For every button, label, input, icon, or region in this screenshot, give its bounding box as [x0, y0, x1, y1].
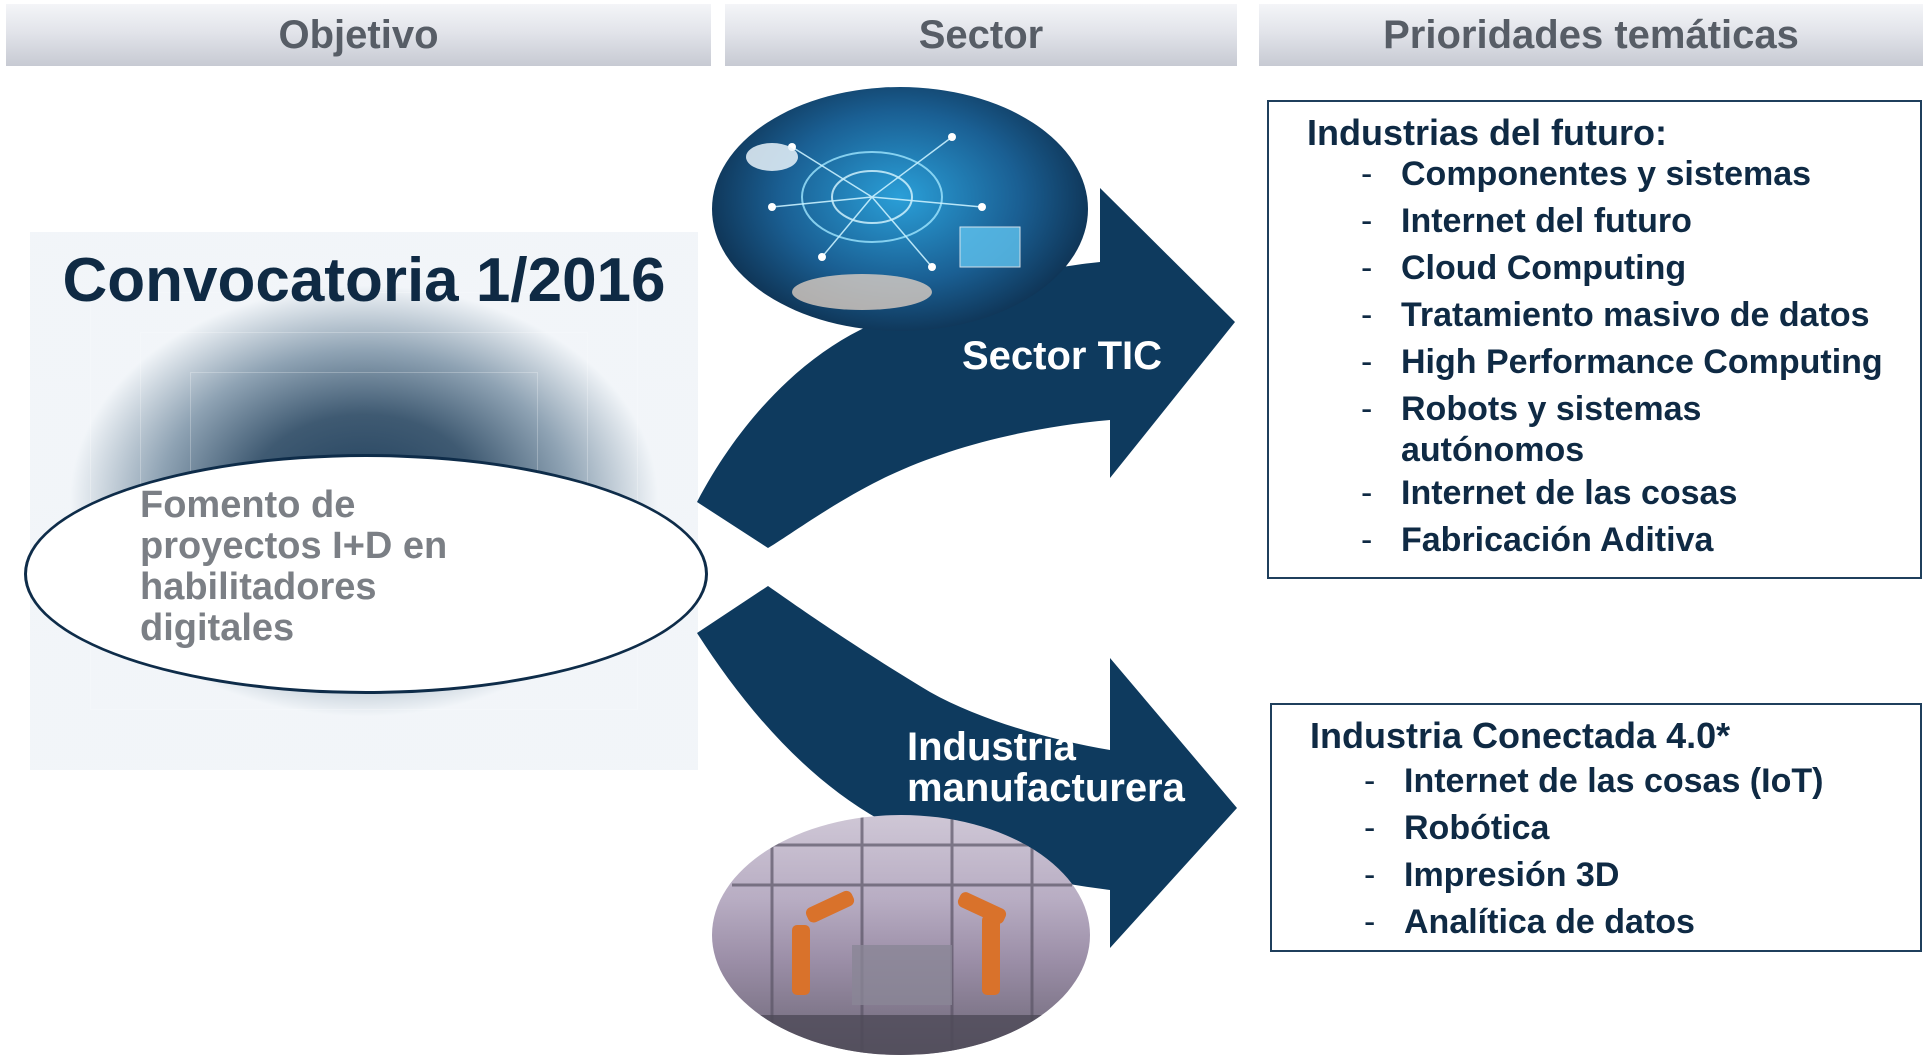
list-item: -Analítica de datos — [1364, 902, 1823, 949]
priorities-list-conectada: -Internet de las cosas (IoT) -Robótica -… — [1364, 761, 1823, 949]
header-sector-label: Sector — [918, 12, 1044, 57]
list-item: -Cloud Computing — [1361, 248, 1883, 295]
industrial-robot-icon — [712, 815, 1090, 1055]
list-item: -Robótica — [1364, 808, 1823, 855]
sector-tic-label: Sector TIC — [962, 334, 1163, 378]
list-item-text: Tratamiento masivo de datos — [1401, 296, 1870, 334]
list-item-text: Analítica de datos — [1404, 903, 1695, 941]
list-item: -High Performance Computing — [1361, 342, 1883, 389]
bullet-dash: - — [1361, 390, 1373, 428]
priorities-list-futuro: -Componentes y sistemas -Internet del fu… — [1361, 154, 1883, 567]
bullet-dash: - — [1361, 249, 1373, 287]
bullet-dash: - — [1361, 343, 1373, 381]
list-item: -Impresión 3D — [1364, 855, 1823, 902]
list-item-text: Componentes y sistemas — [1401, 155, 1812, 193]
list-item-text: Internet de las cosas — [1401, 474, 1738, 512]
header-prioridades: Prioridades temáticas — [1259, 4, 1923, 66]
bullet-dash: - — [1364, 856, 1376, 894]
list-item-text: Impresión 3D — [1404, 856, 1620, 894]
priorities-title-futuro: Industrias del futuro: — [1307, 112, 1667, 153]
list-item-text: Internet de las cosas (IoT) — [1404, 762, 1824, 800]
objective-ellipse — [24, 454, 708, 694]
list-item-text: Internet del futuro — [1401, 202, 1692, 240]
bullet-dash: - — [1364, 809, 1376, 847]
list-item: -Internet del futuro — [1361, 201, 1883, 248]
priorities-title-conectada: Industria Conectada 4.0* — [1310, 715, 1731, 756]
list-item-text: High Performance Computing — [1401, 343, 1883, 381]
list-item: -Robots y sistemas autónomos — [1361, 389, 1883, 473]
list-item-text: Robótica — [1404, 809, 1550, 847]
bullet-dash: - — [1361, 521, 1373, 559]
header-objetivo-label: Objetivo — [278, 12, 439, 57]
bullet-dash: - — [1364, 762, 1376, 800]
bullet-dash: - — [1364, 903, 1376, 941]
bullet-dash: - — [1361, 155, 1373, 193]
bullet-dash: - — [1361, 474, 1373, 512]
priorities-box-futuro: Industrias del futuro: -Componentes y si… — [1267, 100, 1922, 579]
arrow-industria — [697, 586, 1237, 948]
list-item: -Fabricación Aditiva — [1361, 520, 1883, 567]
list-item: -Internet de las cosas (IoT) — [1364, 761, 1823, 808]
list-item: -Tratamiento masivo de datos — [1361, 295, 1883, 342]
header-sector: Sector — [725, 4, 1237, 66]
header-prioridades-label: Prioridades temáticas — [1383, 12, 1799, 57]
manufacturera-label: manufacturera — [907, 766, 1185, 810]
priorities-box-conectada: Industria Conectada 4.0* -Internet de la… — [1270, 703, 1922, 952]
bullet-dash: - — [1361, 296, 1373, 334]
industria-label: Industria — [907, 725, 1076, 769]
bullet-dash: - — [1361, 202, 1373, 240]
digital-network-icon — [746, 133, 1021, 310]
list-item: -Internet de las cosas — [1361, 473, 1883, 520]
list-item-text: Cloud Computing — [1401, 249, 1687, 287]
arrow-sector-tic — [697, 188, 1235, 548]
objective-description: Fomento de proyectos I+D en habilitadore… — [140, 484, 448, 649]
factory-robots-image — [712, 815, 1090, 1055]
digital-technology-image — [712, 87, 1088, 331]
convocatoria-title: Convocatoria 1/2016 — [62, 246, 666, 315]
list-item-text: Robots y sistemas autónomos — [1401, 390, 1702, 469]
list-item: -Componentes y sistemas — [1361, 154, 1883, 201]
header-objetivo: Objetivo — [6, 4, 711, 66]
list-item-text: Fabricación Aditiva — [1401, 521, 1714, 559]
